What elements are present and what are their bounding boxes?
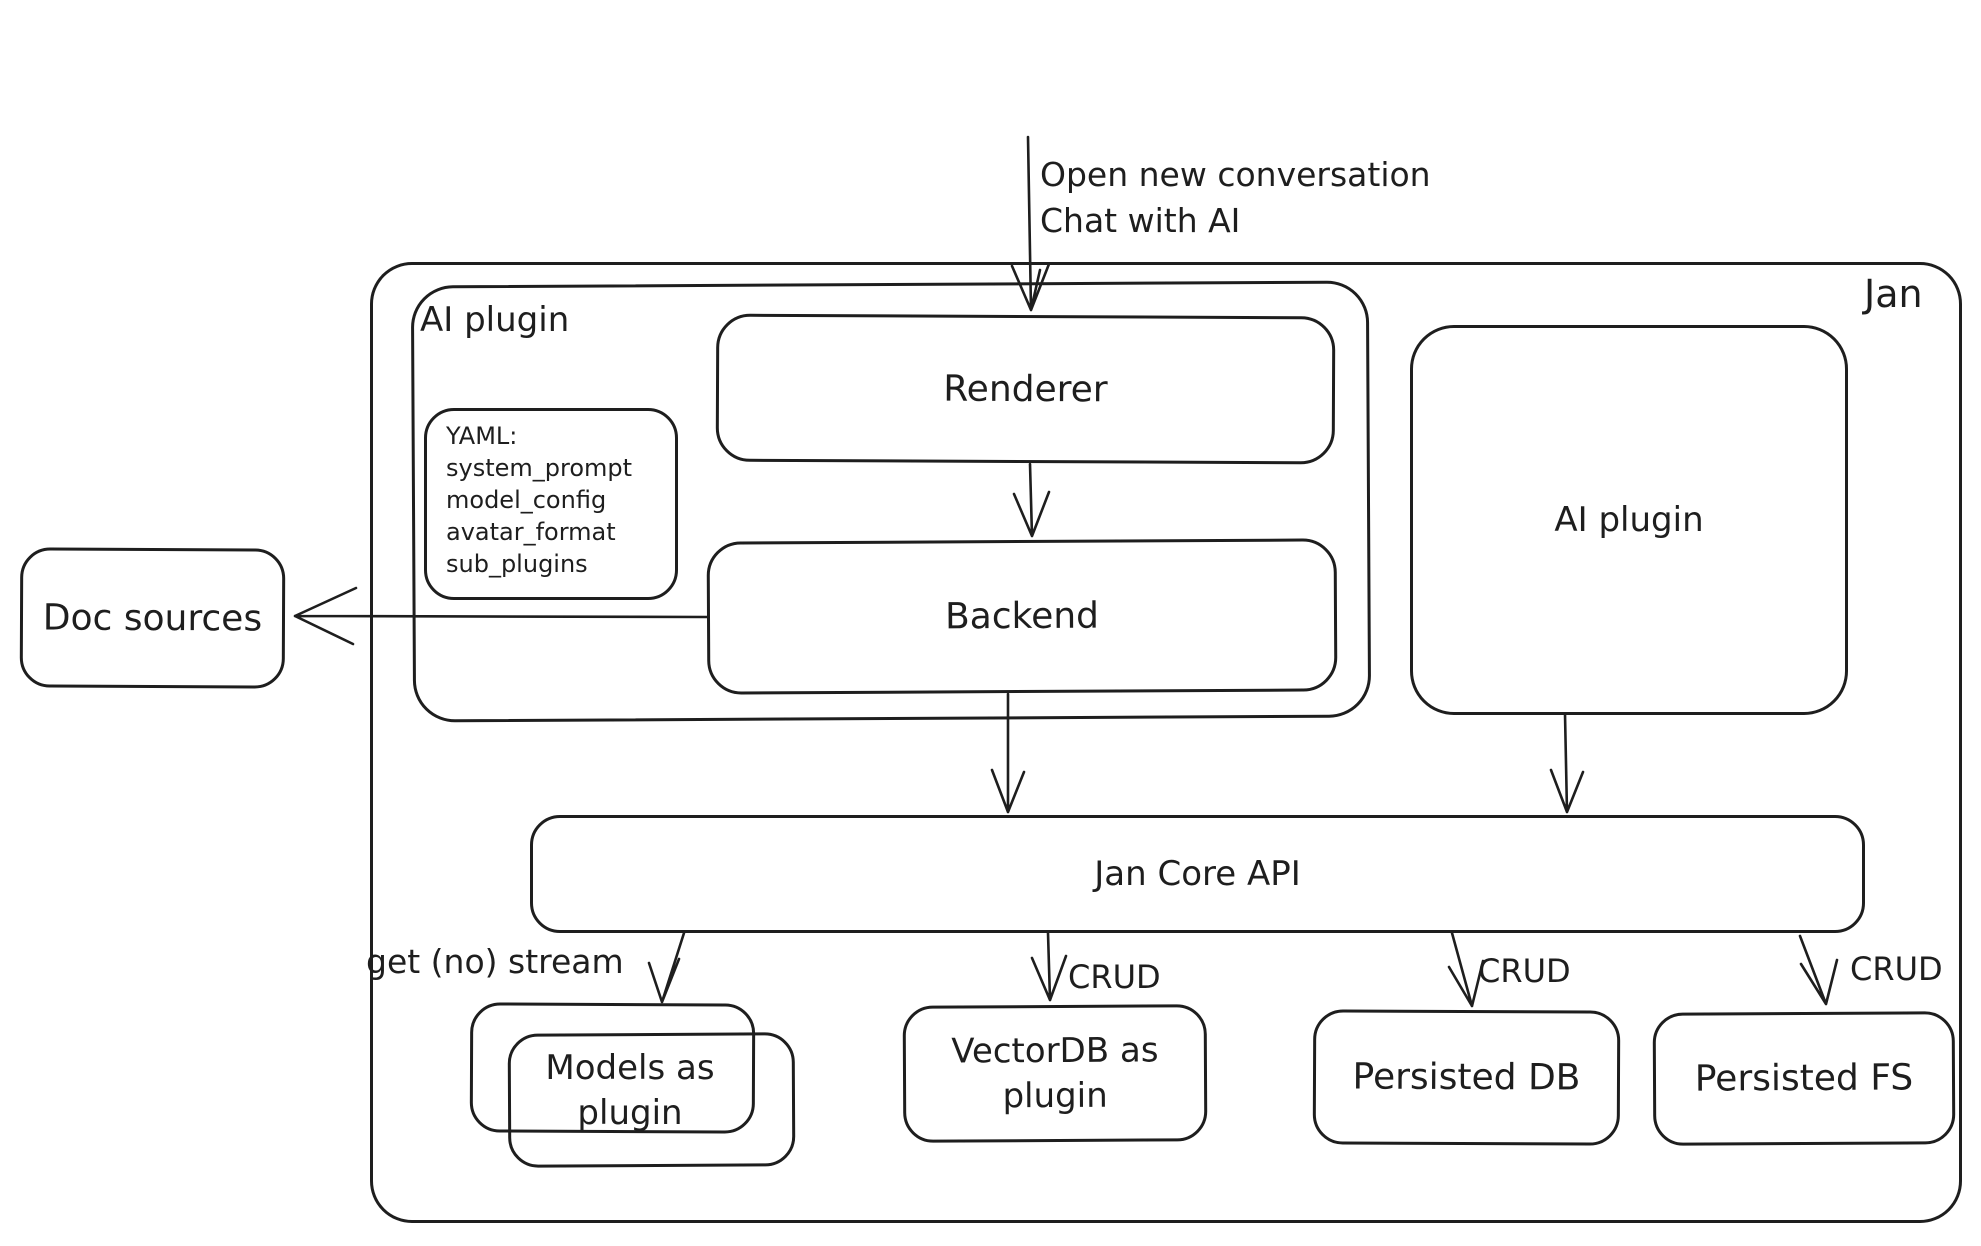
backend-node: Backend	[706, 538, 1338, 695]
models-as-plugin-label: Models as plugin	[545, 1048, 715, 1133]
ai-plugin-container-label: AI plugin	[420, 300, 570, 340]
doc-sources-node: Doc sources	[19, 547, 286, 689]
vectordb-node: VectorDB as plugin	[902, 1004, 1208, 1143]
persisted-fs-node: Persisted FS	[1652, 1011, 1956, 1146]
edge-label-get-no-stream: get (no) stream	[366, 942, 624, 981]
renderer-node: Renderer	[715, 313, 1336, 465]
jan-core-api-node: Jan Core API	[530, 815, 1865, 933]
edge-label-crud-vectordb: CRUD	[1068, 958, 1161, 996]
persisted-db-node: Persisted DB	[1312, 1009, 1621, 1146]
edge-label-crud-persisted-db: CRUD	[1478, 952, 1571, 990]
ai-plugin-node: AI plugin	[1410, 325, 1848, 715]
edge-label-open-conversation: Open new conversation Chat with AI	[1040, 155, 1431, 240]
yaml-note-text: YAML: system_prompt model_config avatar_…	[446, 422, 633, 578]
jan-container-label: Jan	[1864, 272, 1923, 316]
jan-container	[370, 262, 1962, 1223]
edge-label-crud-persisted-fs: CRUD	[1850, 950, 1943, 988]
